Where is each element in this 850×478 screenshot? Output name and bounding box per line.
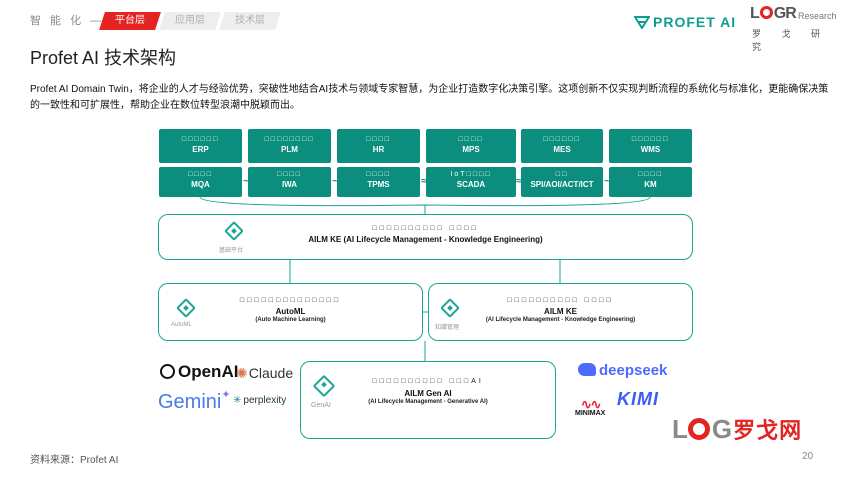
page-title: Profet AI 技术架构 [30,48,177,68]
genai-side-label: GenAI [311,402,331,409]
watermark-ring-icon [687,418,710,440]
nav-brand: 智 能 化 —— [30,15,119,27]
platform-title: AILM KE (AI Lifecycle Management - Knowl… [308,235,543,244]
system-mqa: □□□□MQA [159,167,242,197]
watermark-cn: 罗戈网 [733,418,803,443]
luoge-watermark: L G 罗戈网 [672,414,802,444]
profet-ai-logo: PROFET AI [634,14,736,30]
system-km: □□□□KM [609,167,692,197]
module-genai: GenAI □□□□□□□□□□ □□□AI AILM Gen AI (AI L… [300,361,556,439]
ailm-ke-subtitle: (AI Lifecycle Management - Knowledge Eng… [485,317,636,323]
ailm-ke-cn: □□□□□□□□□□ □□□□ [507,297,614,304]
profet-mark-icon [634,15,650,29]
genai-cn: □□□□□□□□□□ □□□AI [372,378,484,385]
connector-4: ≈ [516,176,522,187]
connector-3: ≈ [421,176,427,187]
logresearch-logo-cn: 罗 戈 研 究 [752,29,830,52]
system-tpms: □□□□TPMS [337,167,420,197]
connector-5: ~ [604,176,610,187]
system-wms: □□□□□□WMS [609,129,692,163]
system-plm: □□□□□□□□PLM [248,129,331,163]
page-number: 20 [802,451,814,462]
genai-subtitle: (AI Lifecycle Management - Generative AI… [368,399,488,405]
genai-title: AILM Gen AI [404,389,452,398]
platform-cn: □□□□□□□□□□ □□□□ [372,225,479,232]
connector-2: ~ [332,176,338,187]
perplexity-logo: ✳perplexity [233,395,287,406]
page-description: Profet AI Domain Twin，将企业的人才与经验优势，突破性地结合… [30,84,829,111]
logo-ring-icon [759,6,773,19]
deepseek-whale-icon [578,363,596,376]
automl-side-label: AutoML [171,322,192,328]
openai-logo: OpenAI [160,362,238,382]
system-scada: IoT□□□□SCADA [426,167,516,197]
system-hr: □□□□HR [337,129,420,163]
perplexity-icon: ✳ [233,395,242,406]
openai-icon [160,364,175,379]
minimax-wave-icon: ∿∿ [580,396,601,412]
source-note: 资料来源：Profet AI [30,455,119,466]
automl-cn: □□□□□□□□□□□□□□ [239,297,342,304]
watermark-letter-g: G [711,413,732,444]
deepseek-logo: deepseek [578,362,667,379]
gemini-star-icon: ✦ [221,389,231,401]
system-spi-aoi: □□SPI/AOI/ACT/ICT [521,167,603,197]
system-iwa: □□□□IWA [248,167,331,197]
ailm-ke-title: AILM KE [544,307,577,316]
minimax-logo: ∿∿MINIMAX [575,396,606,417]
watermark-letter-l: L [672,413,688,444]
connector-1: ~ [243,176,249,187]
module-ailm-ke: 知識管理 □□□□□□□□□□ □□□□ AILM KE (AI Lifecyc… [428,283,693,341]
claude-icon: ✺ [236,365,248,381]
logresearch-logo-suffix: Research [798,11,837,21]
platform-ailm-ke: 基础平台 □□□□□□□□□□ □□□□ AILM KE (AI Lifecyc… [158,214,693,260]
system-mps: □□□□MPS [426,129,516,163]
automl-subtitle: (Auto Machine Learning) [255,317,326,323]
module-automl: AutoML □□□□□□□□□□□□□□ AutoML (Auto Machi… [158,283,423,341]
platform-side-label: 基础平台 [219,248,244,254]
profet-logo-text: PROFET AI [653,14,737,30]
ailm-ke-side-label: 知識管理 [435,325,460,331]
system-erp: □□□□□□ERP [159,129,242,163]
gemini-logo: Gemini✦ [158,389,231,413]
kimi-logo: KIMI [617,389,659,409]
automl-title: AutoML [275,307,306,316]
system-mes: □□□□□□MES [521,129,603,163]
claude-logo: ✺Claude [236,365,294,381]
